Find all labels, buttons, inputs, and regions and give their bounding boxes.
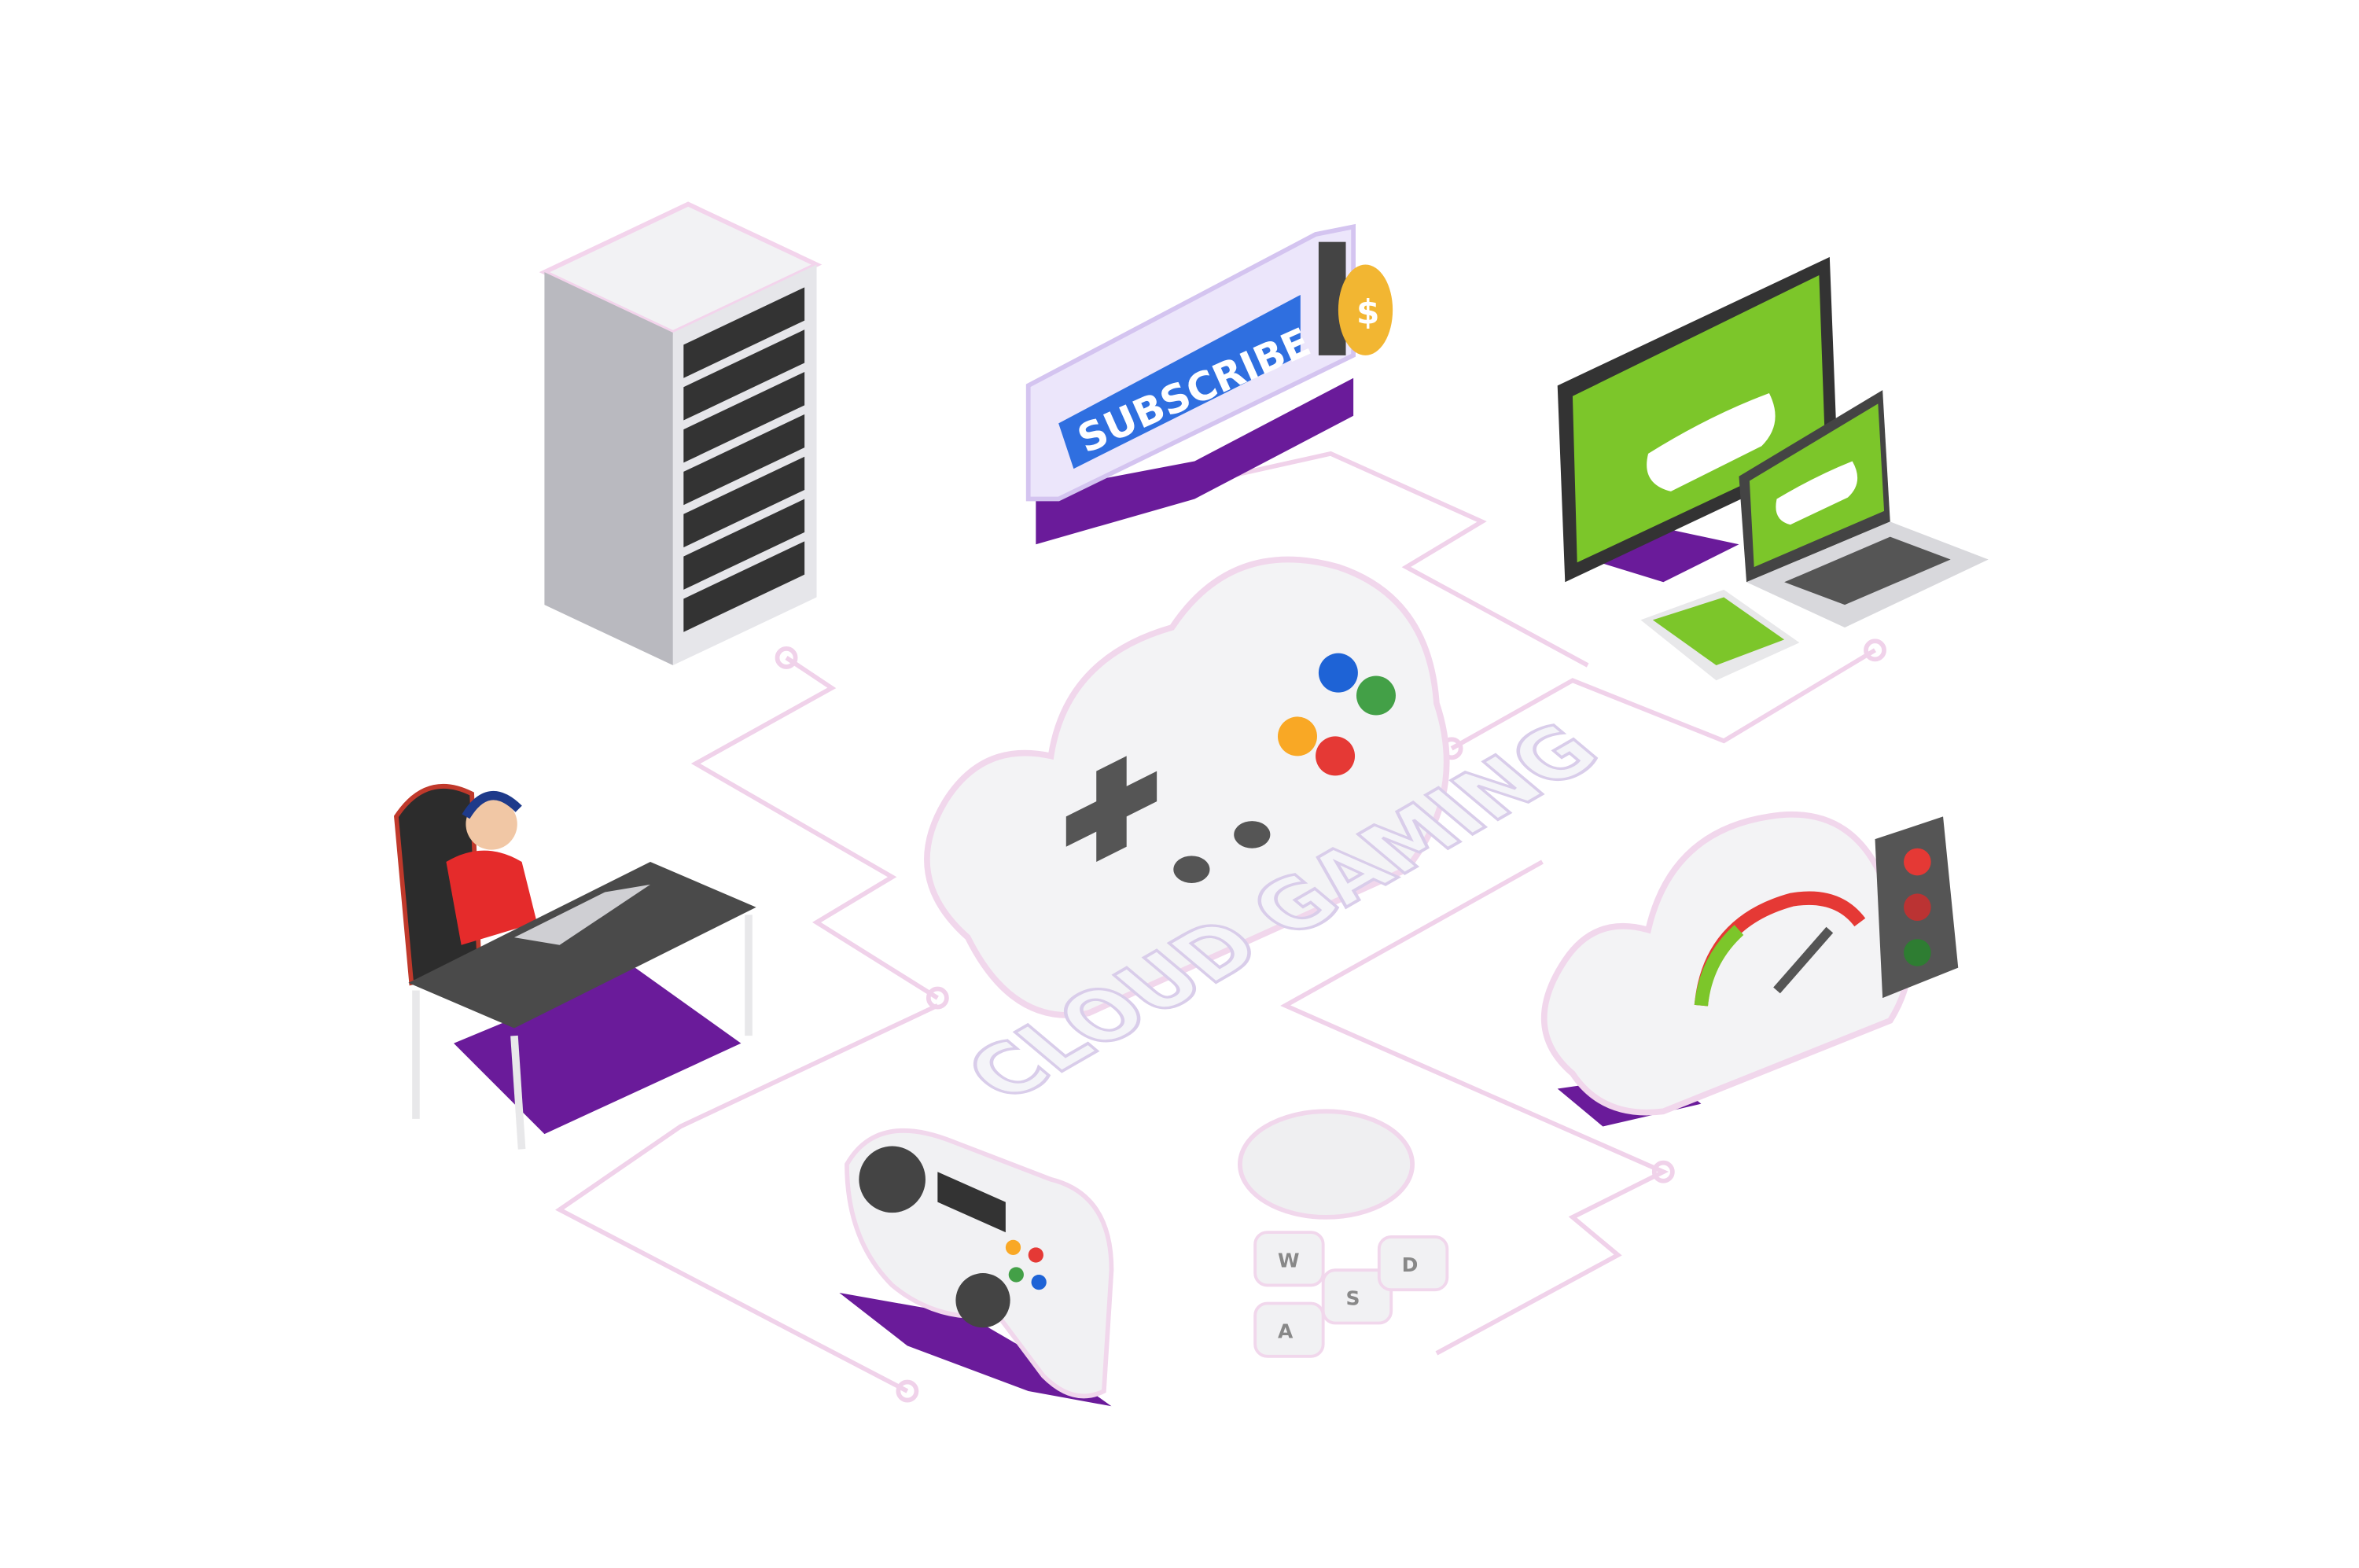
key-w: W — [1278, 1249, 1300, 1272]
subscribe-button — [1058, 294, 1301, 469]
dpad-icon — [1065, 756, 1157, 863]
coin-symbol: $ — [1356, 293, 1379, 331]
gamer-at-desk — [393, 784, 756, 1150]
server-rack — [539, 201, 823, 666]
blue-button — [1318, 653, 1358, 693]
latency-cloud — [1540, 811, 1959, 1127]
left-stick — [859, 1146, 926, 1213]
right-stick — [955, 1273, 1010, 1328]
headset-icon — [462, 791, 522, 819]
phone-screen — [1652, 597, 1785, 666]
game-controller — [839, 1128, 1114, 1407]
key-a: A — [1278, 1320, 1294, 1343]
laptop — [513, 884, 651, 945]
central-cloud-gamepad — [924, 556, 1450, 1018]
server-units — [683, 287, 805, 632]
green-button — [1356, 675, 1396, 716]
monitor-screen — [1572, 274, 1826, 563]
key-d: D — [1402, 1253, 1419, 1276]
gaming-devices — [1557, 256, 1989, 681]
yellow-button — [1277, 716, 1317, 756]
mouse — [1238, 1109, 1415, 1220]
mouse-and-keys: W A S D — [1238, 1109, 1449, 1358]
wasd-keys: W A S D — [1253, 1231, 1449, 1358]
key-s: S — [1346, 1286, 1360, 1309]
subscribe-panel: SUBSCRIBE $ — [1025, 223, 1393, 545]
red-button — [1316, 736, 1356, 776]
gamepad-icon — [1647, 392, 1776, 491]
desk — [408, 862, 756, 1029]
coin-icon — [1338, 264, 1393, 355]
circuit-lines — [555, 451, 1886, 1403]
